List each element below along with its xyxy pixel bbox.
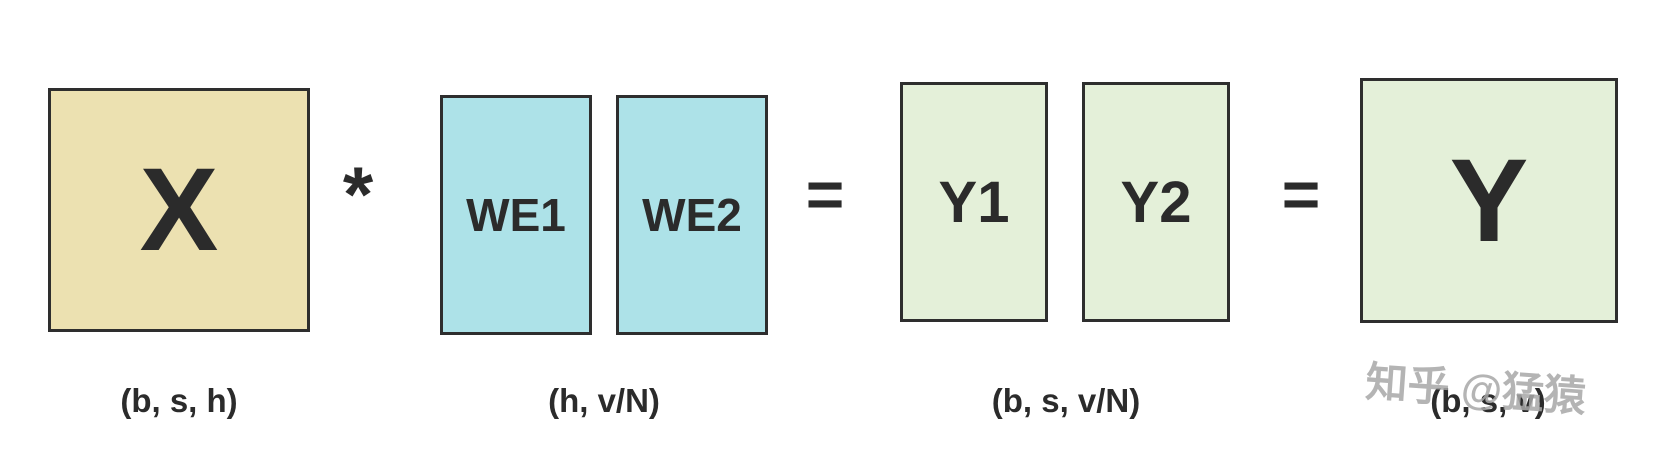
equals-symbol-2: =: [1281, 157, 1321, 231]
equals-operator-1: =: [788, 148, 862, 240]
we-dimension-label: (h, v/N): [548, 382, 660, 419]
y-split-dimension-label: (b, s, v/N): [991, 382, 1141, 419]
zhihu-watermark: 知乎 @猛猿: [1364, 358, 1588, 421]
matrix-y2-block: Y2: [1082, 82, 1230, 322]
matrix-y2-label: Y2: [1120, 169, 1192, 235]
matrix-y-label: Y: [1449, 134, 1529, 267]
matrix-y1-label: Y1: [938, 169, 1010, 235]
matrix-we1-label: WE1: [466, 189, 566, 241]
multiply-symbol: *: [342, 149, 374, 238]
equals-symbol-1: =: [805, 157, 845, 231]
matrix-we2-block: WE2: [616, 95, 768, 335]
x-dimension-label: (b, s, h): [120, 382, 238, 419]
multiply-operator: *: [326, 148, 390, 240]
matrix-we1-block: WE1: [440, 95, 592, 335]
matrix-y1-block: Y1: [900, 82, 1048, 322]
matrix-x-label: X: [139, 144, 219, 276]
matrix-y-block: Y: [1360, 78, 1618, 323]
matrix-x-block: X: [48, 88, 310, 332]
equals-operator-2: =: [1264, 148, 1338, 240]
matrix-we2-label: WE2: [642, 189, 742, 241]
y-dimension-label: (b, s, v): [1430, 382, 1546, 419]
